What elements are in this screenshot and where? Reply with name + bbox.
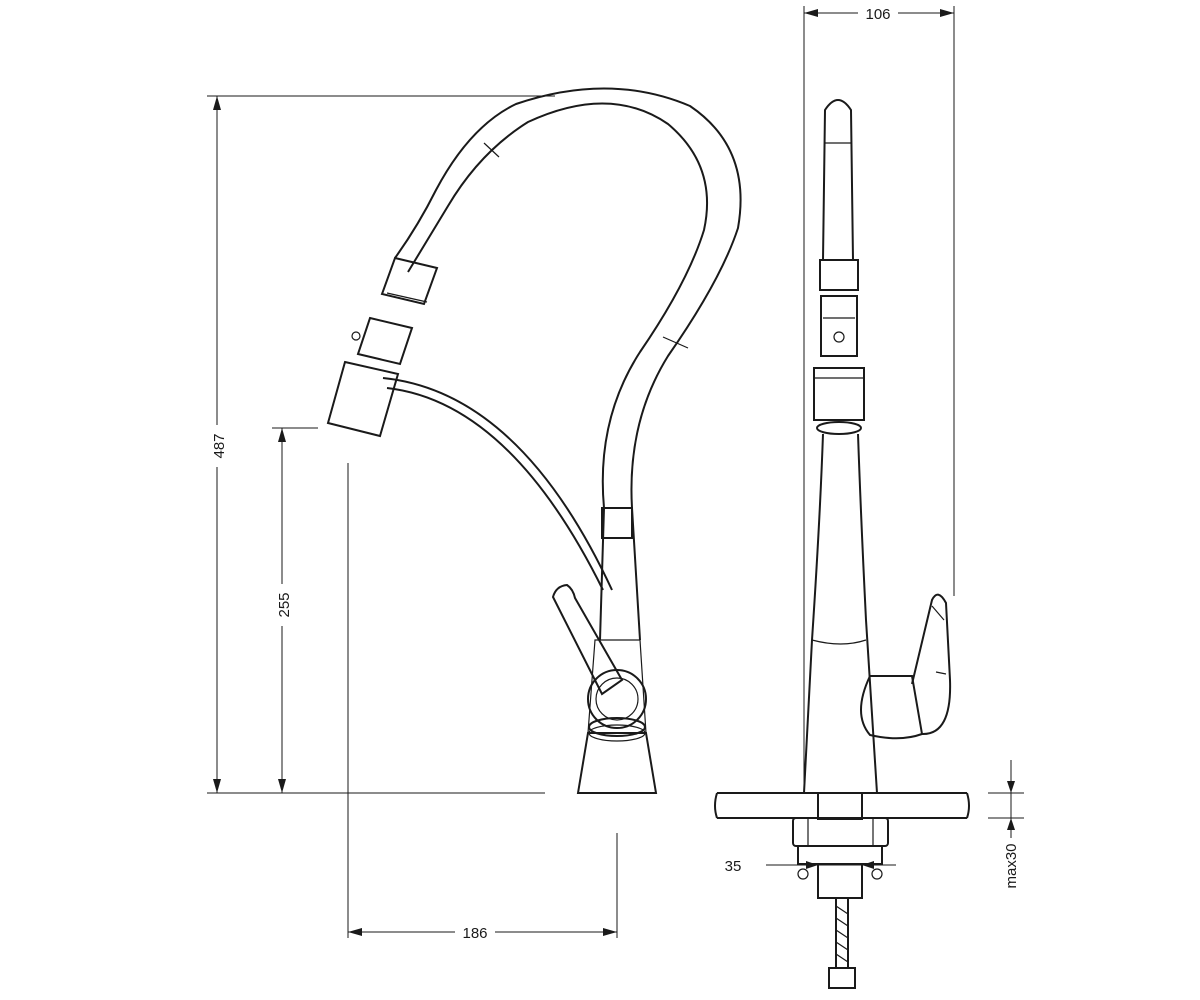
mount-diameter-label: 35 [725, 858, 742, 875]
front-hose-collar [601, 507, 633, 539]
spout-reach-label: 186 [462, 925, 487, 942]
braided-supply-hose [835, 898, 849, 968]
mounting-nut [792, 817, 889, 847]
front-body-neck [599, 507, 641, 641]
side-spray-collar [813, 367, 865, 421]
front-dimensions: 487 255 186 [204, 95, 618, 942]
hose-fitting [828, 967, 856, 989]
body-width-label: 106 [865, 6, 890, 23]
countertop [714, 792, 970, 819]
front-handle-knob [587, 669, 647, 729]
side-dimensions: 106 35 max30 [725, 3, 1026, 894]
total-height-label: 487 [211, 433, 228, 458]
front-flexible-hose [407, 102, 708, 509]
front-lever-handle [551, 583, 624, 696]
side-lever-handle [860, 675, 924, 740]
side-faucet-body [803, 433, 878, 794]
side-view [714, 99, 970, 989]
front-base-body [576, 732, 658, 794]
side-pullout-wand [822, 99, 854, 261]
front-spray-head [380, 256, 439, 306]
max-deck-thickness-label: max30 [1003, 843, 1020, 888]
spout-height-label: 255 [276, 592, 293, 617]
front-support-arm [382, 377, 613, 591]
front-cartridge-disc [588, 717, 646, 737]
mounting-shank [817, 792, 863, 820]
front-view [326, 87, 742, 794]
